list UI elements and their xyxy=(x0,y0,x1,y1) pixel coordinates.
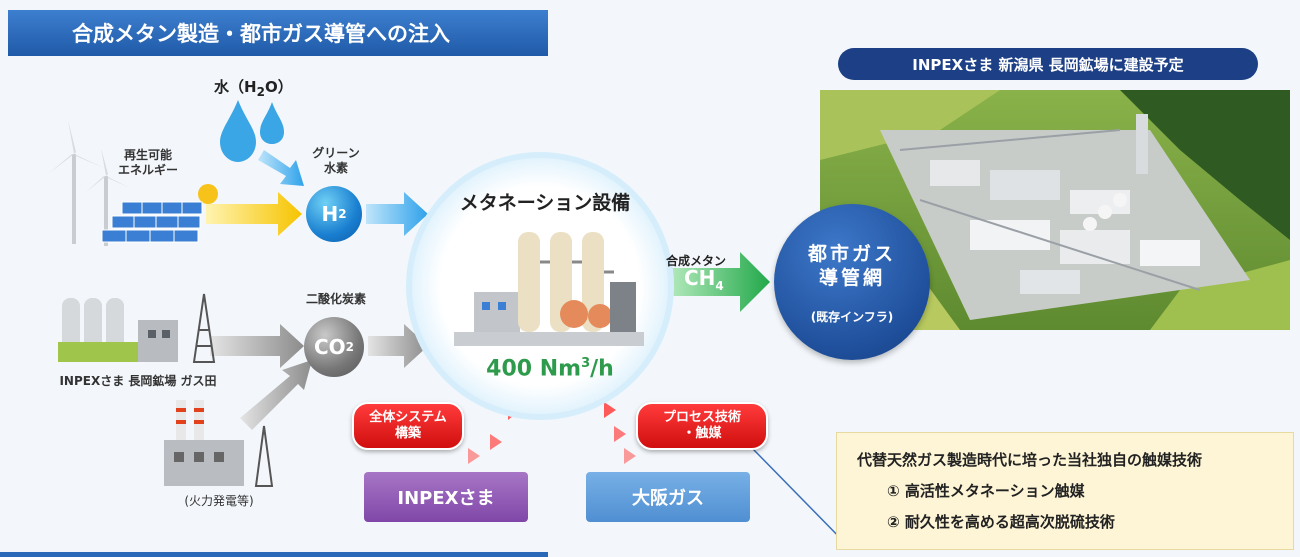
co2-label: 二酸化炭素 xyxy=(305,292,366,306)
inpex-box: INPEXさま xyxy=(364,472,528,522)
ch4-symbol-label: CH4 xyxy=(684,266,724,293)
h2-symbol: H xyxy=(321,202,339,226)
methanation-title: メタネーション設備 xyxy=(459,192,631,214)
renewable-label: 再生可能 エネルギー xyxy=(118,148,178,178)
site-caption: INPEXさま 新潟県 長岡鉱場に建設予定 xyxy=(838,48,1258,80)
tech-item-1: ① 高活性メタネーション触媒 xyxy=(887,482,1085,500)
bottom-bar xyxy=(0,552,548,557)
water-to-h2-arrow xyxy=(258,150,304,186)
process-chevrons xyxy=(604,402,636,464)
tech-item-2: ② 耐久性を高める超高次脱硫技術 xyxy=(887,513,1115,531)
grid-line2: 導管網 xyxy=(818,267,885,289)
co2-sub: 2 xyxy=(345,340,355,354)
capacity-suffix: /h xyxy=(590,356,614,382)
green-h2-label: グリーン 水素 xyxy=(296,146,376,176)
process-line2: ・触媒 xyxy=(682,426,722,441)
water-formula-sub: 2 xyxy=(256,85,265,99)
banner-title: 合成メタン製造・都市ガス導管への注入 xyxy=(72,22,450,46)
city-gas-grid-circle: 都市ガス 導管網 (既存インフラ) xyxy=(774,204,930,360)
h2-sub: 2 xyxy=(338,207,347,221)
osaka-gas-box: 大阪ガス xyxy=(586,472,750,522)
water-drops-icon xyxy=(220,100,284,162)
renewable-line2: エネルギー xyxy=(118,163,179,177)
methanation-capacity: 400 Nm3/h xyxy=(460,356,640,381)
grid-title: 都市ガス 導管網 xyxy=(774,242,930,290)
h2-to-methanation-arrow xyxy=(366,192,428,236)
co2-symbol: CO xyxy=(313,335,346,359)
ch4-to-grid-arrow xyxy=(666,252,770,312)
system-line1: 全体システム xyxy=(369,410,447,425)
methanation-plant-icon xyxy=(454,232,644,346)
site-caption-text: INPEXさま 新潟県 長岡鉱場に建設予定 xyxy=(912,55,1184,74)
solar-to-h2-arrow xyxy=(206,192,302,236)
system-build-pill: 全体システム 構築 xyxy=(352,402,464,450)
process-catalyst-pill: プロセス技術 ・触媒 xyxy=(636,402,768,450)
tech-title: 代替天然ガス製造時代に培った当社独自の触媒技術 xyxy=(857,451,1203,469)
capacity-prefix: 400 Nm xyxy=(486,356,582,382)
water-label: 水（H2O） xyxy=(214,76,293,99)
water-formula-open: （H xyxy=(229,78,257,96)
water-formula-close: O） xyxy=(264,78,293,96)
water-text: 水 xyxy=(214,78,230,96)
process-line1: プロセス技術 xyxy=(662,410,741,425)
system-line2: 構築 xyxy=(394,426,421,441)
catalyst-tech-box: 代替天然ガス製造時代に培った当社独自の触媒技術 ① 高活性メタネーション触媒 ②… xyxy=(836,432,1294,550)
renewable-line1: 再生可能 xyxy=(124,148,173,162)
capacity-sup: 3 xyxy=(581,356,591,371)
ch4-symbol: CH xyxy=(684,266,716,290)
synthetic-methane-label: 合成メタン xyxy=(666,254,727,268)
green-h2-line2: 水素 xyxy=(323,161,348,175)
grid-sub: (既存インフラ) xyxy=(810,310,894,324)
ch4-sub: 4 xyxy=(715,279,724,293)
title-banner: 合成メタン製造・都市ガス導管への注入 xyxy=(8,10,548,56)
gasfield-to-co2-arrow xyxy=(210,324,304,368)
thermal-label: (火力発電等) xyxy=(184,494,254,508)
co2-to-methanation-arrow xyxy=(368,324,428,368)
gasfield-label: INPEXさま 長岡鉱場 ガス田 xyxy=(59,374,217,388)
tech-callout-line xyxy=(751,447,851,549)
gasfield-plant-icon xyxy=(58,293,216,363)
thermal-plant-icon xyxy=(164,400,274,487)
thermal-to-co2-arrow xyxy=(240,360,312,430)
green-h2-line1: グリーン xyxy=(312,146,360,160)
grid-line1: 都市ガス xyxy=(807,243,896,265)
wind-solar-icon xyxy=(48,120,218,246)
